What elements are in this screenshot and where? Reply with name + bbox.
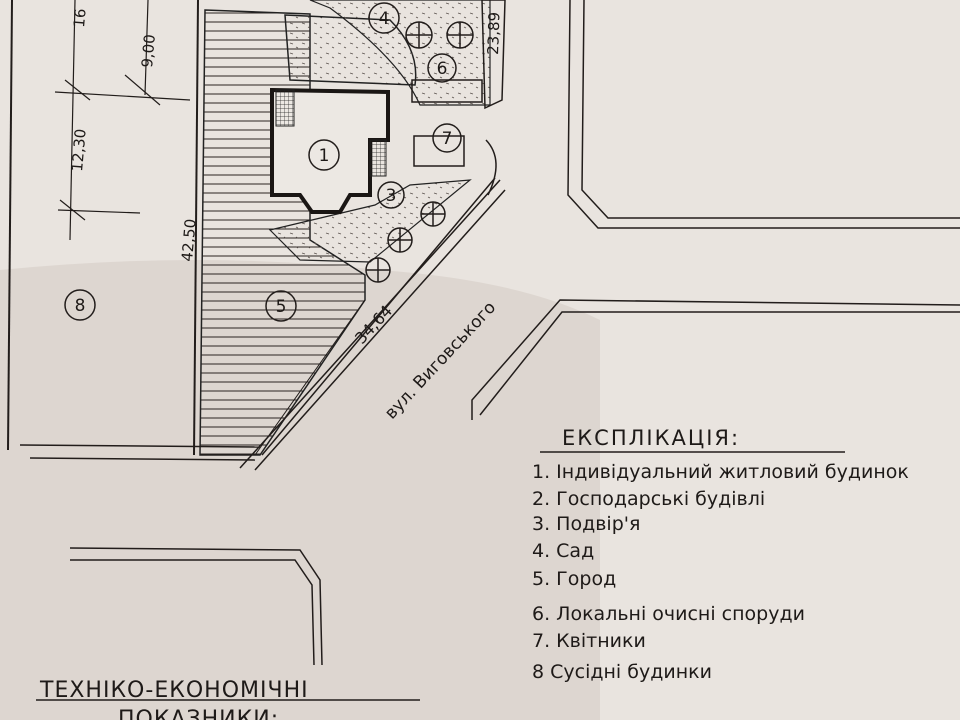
zone-8: 8: [75, 296, 86, 316]
legend-title: ЕКСПЛІКАЦІЯ:: [562, 426, 740, 450]
flowerbed-7: [413, 135, 465, 167]
dim-23-89: 23,89: [484, 12, 503, 56]
zone-5: 5: [276, 297, 287, 317]
zone-6: 6: [437, 59, 448, 79]
zone-1: 1: [319, 146, 330, 166]
house-footprint: [270, 87, 390, 214]
street-blocks: [69, 0, 960, 666]
legend-item: 7. Квітники: [532, 630, 646, 652]
courtyard-planting: [268, 179, 472, 263]
zone-4: 4: [379, 9, 390, 29]
plot-border-left: [7, 0, 13, 451]
legend-item: 6. Локальні очисні споруди: [532, 603, 805, 625]
dimension-lines: [54, 0, 191, 241]
legend-item: 3. Подвір'я: [532, 513, 640, 535]
zone-markers: [64, 2, 462, 322]
indicators-title: ТЕХНІКО-ЕКОНОМІЧНІ: [39, 678, 309, 703]
porch-grid: [275, 89, 295, 127]
flowerbed-top: [411, 79, 483, 103]
dim-12-30: 12,30: [68, 128, 90, 172]
legend-item: 1. Індивідуальний житловий будинок: [532, 461, 909, 483]
zone-3: 3: [386, 186, 397, 206]
dim-top-partial: 16: [70, 8, 90, 29]
zone-7: 7: [442, 129, 453, 149]
trees: [365, 21, 474, 283]
indicators-subtitle: ПОКАЗНИКИ:: [118, 707, 279, 720]
legend-item: 2. Господарські будівлі: [532, 488, 765, 510]
dim-42-50: 42,50: [178, 218, 200, 262]
photo-shadow: [0, 260, 600, 720]
legend-item: 8 Сусідні будинки: [532, 661, 712, 683]
legend-list: 1. Індивідуальний житловий будинок 2. Го…: [532, 461, 909, 683]
orchard-zone: [309, 0, 491, 106]
plot-boundary-bottom: [19, 177, 506, 471]
legend-item: 4. Сад: [532, 540, 594, 562]
legend-item: 5. Город: [532, 568, 616, 590]
plot-boundary: [193, 0, 199, 456]
entrance-grid: [369, 139, 387, 177]
outbuilding-strip: [481, 0, 506, 110]
dim-9-00: 9,00: [138, 34, 159, 69]
